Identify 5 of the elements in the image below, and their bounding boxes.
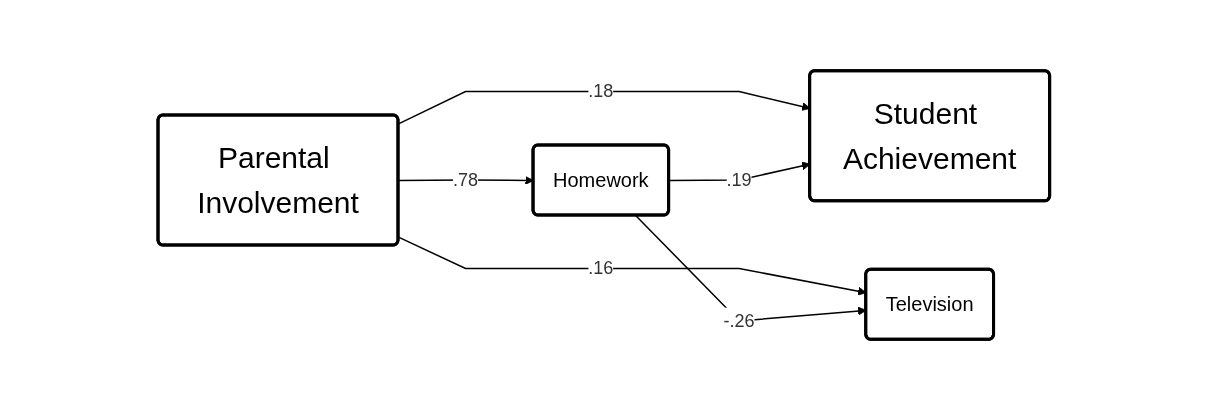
edge-label: -.26 bbox=[723, 310, 755, 331]
edge-label: .16 bbox=[587, 258, 614, 278]
edge-label: .18 bbox=[587, 81, 614, 101]
edge-label: .19 bbox=[726, 169, 752, 190]
edge-label: .78 bbox=[452, 169, 478, 190]
